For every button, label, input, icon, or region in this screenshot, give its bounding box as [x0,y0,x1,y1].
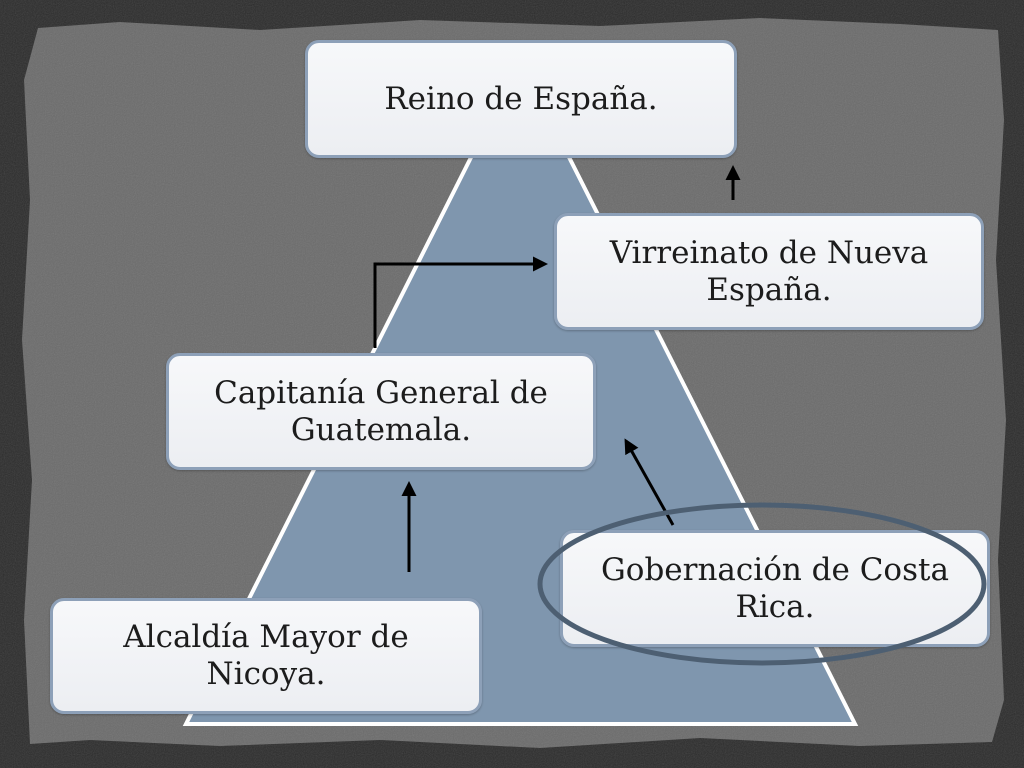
node-alcaldia-label: Alcaldía Mayor de Nicoya. [123,619,409,692]
node-virreinato-nueva-espana: Virreinato de Nueva España. [554,213,984,330]
node-alcaldia-mayor-nicoya: Alcaldía Mayor de Nicoya. [50,598,482,714]
node-virreinato-label: Virreinato de Nueva España. [609,234,929,308]
node-reino-label: Reino de España. [384,80,658,117]
node-reino-de-espana: Reino de España. [305,40,737,158]
node-capitania-general-guatemala: Capitanía General de Guatemala. [166,353,596,470]
node-gobernacion-label: Gobernación de Costa Rica. [601,551,949,625]
node-capitania-label: Capitanía General de Guatemala. [214,374,548,448]
node-gobernacion-costa-rica: Gobernación de Costa Rica. [560,530,990,647]
